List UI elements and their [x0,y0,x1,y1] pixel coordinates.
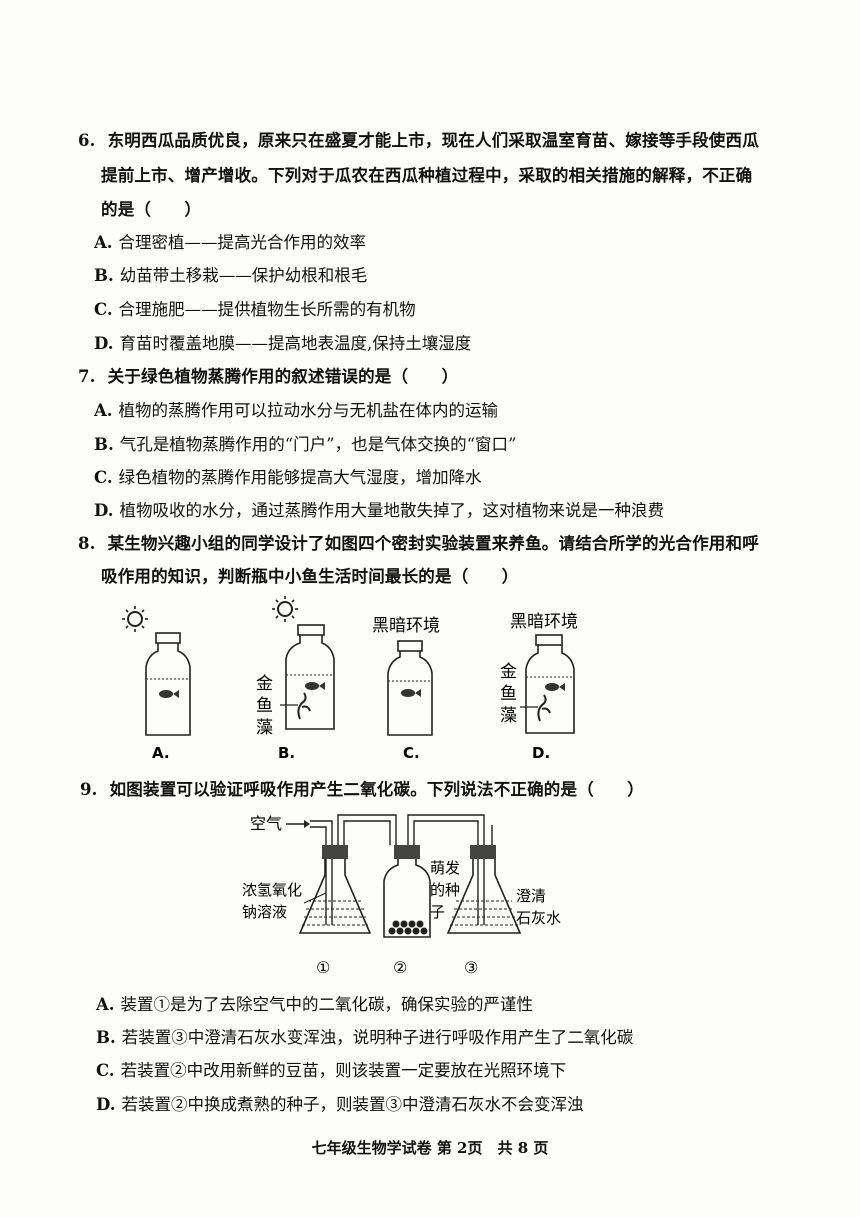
option-letter: D. [94,501,114,520]
seeds-icon [388,920,428,935]
option-letter: B. [94,435,114,454]
bottle-d [520,634,575,734]
option-letter: A. [94,401,113,420]
q6-text-line-3: 的是（ ） [101,200,202,219]
option-letter: A. [94,233,113,252]
bottle-2 [383,845,431,938]
flask3-label-2: 石灰水 [516,909,561,927]
q9-text-line-1: 如图装置可以验证呼吸作用产生二氧化碳。下列说法不正确的是（ ） [109,780,644,799]
page-footer: 七年级生物学试卷 第 2页 共 8 页 [311,1139,549,1157]
option-text: 植物吸收的水分，通过蒸腾作用大量地散失掉了，这对植物来说是一种浪费 [119,501,664,520]
q8-text-line-2: 吸作用的知识，判断瓶中小鱼生活时间最长的是（ ） [101,567,519,586]
q8-number: 8. [78,534,96,553]
option-letter: D. [96,1095,116,1114]
option-text: 气孔是植物蒸腾作用的“门户”，也是气体交换的“窗口” [119,435,517,454]
option-letter: C. [94,468,113,487]
option-text: 合理密植——提高光合作用的效率 [118,233,367,252]
flask-1 [298,845,372,934]
option-letter: D. [94,334,114,353]
bottle-b [280,624,335,730]
plant-label-b-2: 鱼 [256,696,273,716]
bottle-c-label: C. [403,744,420,762]
q7-text-line-1: 关于绿色植物蒸腾作用的叙述错误的是（ ） [107,367,459,386]
q6-option-c: C. 合理施肥——提供植物生长所需的有机物 [94,296,416,320]
q6-number: 6. [78,131,96,150]
q6-text-line-1: 东明西瓜品质优良，原来只在盛夏才能上市，现在人们采取温室育苗、嫁接等手段使西瓜 [107,131,759,150]
q7-option-a: A. 植物的蒸腾作用可以拉动水分与无机盐在体内的运输 [94,397,498,421]
sun-icon [272,596,298,622]
q6-option-b: B. 幼苗带土移栽——保护幼根和根毛 [94,262,367,286]
device-number-3: ③ [464,958,478,977]
fish-icon [305,682,325,690]
fish-icon [159,690,179,698]
bottle-c [387,640,433,736]
q9-number: 9. [80,780,98,799]
q9-figure: 空气 浓氢氧化 钠溶液 [230,805,590,985]
q8-figure-svg: A. 金 鱼 藻 [122,596,578,762]
q9-line-1: 9. 如图装置可以验证呼吸作用产生二氧化碳。下列说法不正确的是（ ） [80,776,644,800]
option-text: 若装置②中换成煮熟的种子，则装置③中澄清石灰水不会变浑浊 [121,1095,584,1114]
option-letter: B. [94,266,114,285]
flask1-label-2: 钠溶液 [242,903,287,921]
waterweed-icon [537,694,551,722]
q6-option-a: A. 合理密植——提高光合作用的效率 [94,229,366,253]
q9-figure-svg: 空气 浓氢氧化 钠溶液 [242,814,561,977]
flask3-label-1: 澄清 [516,887,546,905]
fish-icon [401,689,421,697]
q7-line-1: 7. 关于绿色植物蒸腾作用的叙述错误的是（ ） [78,363,458,387]
q8-figure: A. 金 鱼 藻 [100,595,620,770]
q8-text-line-1: 某生物兴趣小组的同学设计了如图四个密封实验装置来养鱼。请结合所学的光合作用和呼 [107,534,759,553]
option-letter: B. [96,1028,116,1047]
option-text: 合理施肥——提供植物生长所需的有机物 [118,300,416,319]
q6-text-line-2: 提前上市、增产增收。下列对于瓜农在西瓜种植过程中，采取的相关措施的解释，不正确 [101,166,753,185]
q9-option-c: C. 若装置②中改用新鲜的豆苗，则该装置一定要放在光照环境下 [96,1057,566,1081]
bottle2-label-2: 的种 [430,881,460,899]
q7-option-c: C. 绿色植物的蒸腾作用能够提高大气湿度，增加降水 [94,464,482,488]
option-letter: C. [96,1061,115,1080]
option-text: 若装置②中改用新鲜的豆苗，则该装置一定要放在光照环境下 [120,1061,567,1080]
bottle-b-label: B. [278,744,295,762]
plant-label-b-3: 藻 [256,718,273,738]
plant-label-d-1: 金 [500,662,517,682]
option-text: 育苗时覆盖地膜——提高地表温度,保持土壤湿度 [119,334,472,353]
option-text: 植物的蒸腾作用可以拉动水分与无机盐在体内的运输 [118,401,499,420]
option-letter: A. [96,995,115,1014]
q7-number: 7. [78,367,96,386]
q8-line-1: 8. 某生物兴趣小组的同学设计了如图四个密封实验装置来养鱼。请结合所学的光合作用… [78,530,759,554]
option-text: 绿色植物的蒸腾作用能够提高大气湿度，增加降水 [118,468,482,487]
q7-option-b: B. 气孔是植物蒸腾作用的“门户”，也是气体交换的“窗口” [94,431,516,455]
q9-option-a: A. 装置①是为了去除空气中的二氧化碳，确保实验的严谨性 [96,991,533,1015]
plant-label-b-1: 金 [256,674,273,694]
air-label: 空气 [250,814,282,833]
bottle2-label-3: 子 [430,903,445,921]
bottle-a-label: A. [152,744,170,762]
flask1-label-1: 浓氢氧化 [242,881,302,899]
option-letter: C. [94,300,113,319]
q6-option-d: D. 育苗时覆盖地膜——提高地表温度,保持土壤湿度 [94,330,471,354]
dark-label-d: 黑暗环境 [510,612,578,632]
option-text: 装置①是为了去除空气中的二氧化碳，确保实验的严谨性 [120,995,534,1014]
device-number-2: ② [393,958,407,977]
q7-option-d: D. 植物吸收的水分，通过蒸腾作用大量地散失掉了，这对植物来说是一种浪费 [94,497,664,521]
plant-label-d-2: 鱼 [500,684,517,704]
q6-line-1: 6. 东明西瓜品质优良，原来只在盛夏才能上市，现在人们采取温室育苗、嫁接等手段使… [78,127,759,151]
bottle-a [145,632,191,736]
option-text: 幼苗带土移栽——保护幼根和根毛 [119,266,368,285]
waterweed-icon [297,692,311,720]
bottle-d-label: D. [532,744,550,762]
sun-icon [122,606,148,632]
plant-label-d-3: 藻 [500,706,517,726]
option-text: 若装置③中澄清石灰水变浑浊，说明种子进行呼吸作用产生了二氧化碳 [121,1028,634,1047]
bottle2-label-1: 萌发 [430,859,460,877]
dark-label-c: 黑暗环境 [372,616,440,636]
fish-icon [545,683,565,691]
q9-option-d: D. 若装置②中换成煮熟的种子，则装置③中澄清石灰水不会变浑浊 [96,1091,583,1115]
flask-3 [446,845,522,934]
q9-option-b: B. 若装置③中澄清石灰水变浑浊，说明种子进行呼吸作用产生了二氧化碳 [96,1024,633,1048]
arrow-icon [286,820,310,828]
device-number-1: ① [316,958,330,977]
